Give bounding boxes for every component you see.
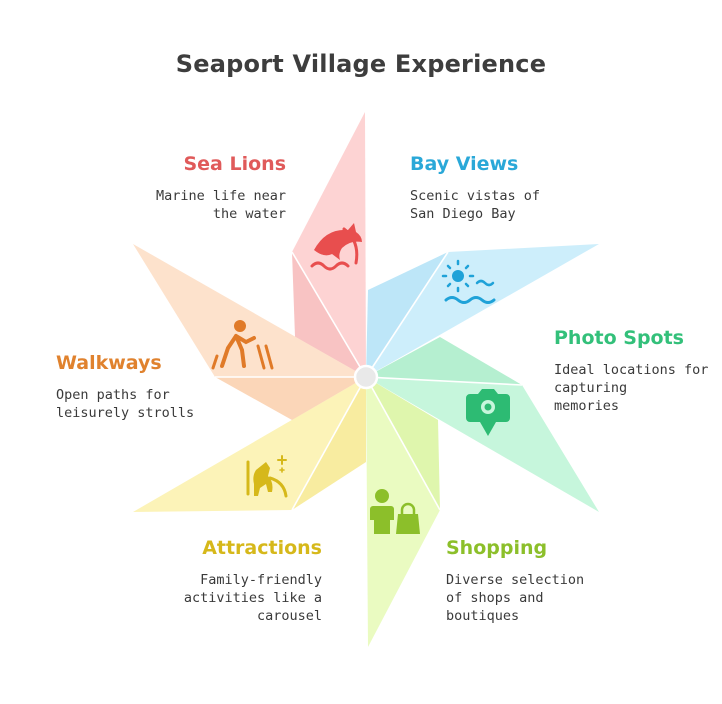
item-bay-views: Bay Views Scenic vistas of San Diego Bay xyxy=(410,153,600,223)
item-heading: Bay Views xyxy=(410,153,519,175)
item-description: Marine life near the water xyxy=(155,188,286,222)
item-description: Family-friendly activities like a carous… xyxy=(183,572,322,624)
spokes xyxy=(215,251,523,511)
item-description: Diverse selection of shops and boutiques xyxy=(446,572,585,624)
camera-pin-icon xyxy=(466,389,510,436)
item-walkways: Walkways Open paths for leisurely stroll… xyxy=(56,352,246,422)
item-photo-spots: Photo Spots Ideal locations for capturin… xyxy=(554,327,714,415)
item-heading: Photo Spots xyxy=(554,327,684,349)
item-shopping: Shopping Diverse selection of shops and … xyxy=(446,537,636,625)
item-attractions: Attractions Family-friendly activities l… xyxy=(132,537,322,625)
item-heading: Shopping xyxy=(446,537,548,559)
blade-walkways xyxy=(133,244,366,420)
carousel-horse-icon xyxy=(246,455,288,498)
center-hub xyxy=(353,364,379,390)
blade-photo-spots xyxy=(366,337,599,512)
sun-waves-icon xyxy=(441,259,496,304)
item-description: Open paths for leisurely strolls xyxy=(56,387,195,421)
item-description: Scenic vistas of San Diego Bay xyxy=(410,188,541,222)
item-description: Ideal locations for capturing memories xyxy=(554,362,709,414)
item-heading: Attractions xyxy=(202,537,322,559)
page-title: Seaport Village Experience xyxy=(175,50,547,78)
pedestrian-icon xyxy=(211,320,274,370)
item-heading: Sea Lions xyxy=(183,153,286,175)
shopper-icon xyxy=(370,489,420,534)
item-sea-lions: Sea Lions Marine life near the water xyxy=(96,153,286,223)
item-heading: Walkways xyxy=(56,352,162,374)
dolphin-icon xyxy=(310,223,362,271)
